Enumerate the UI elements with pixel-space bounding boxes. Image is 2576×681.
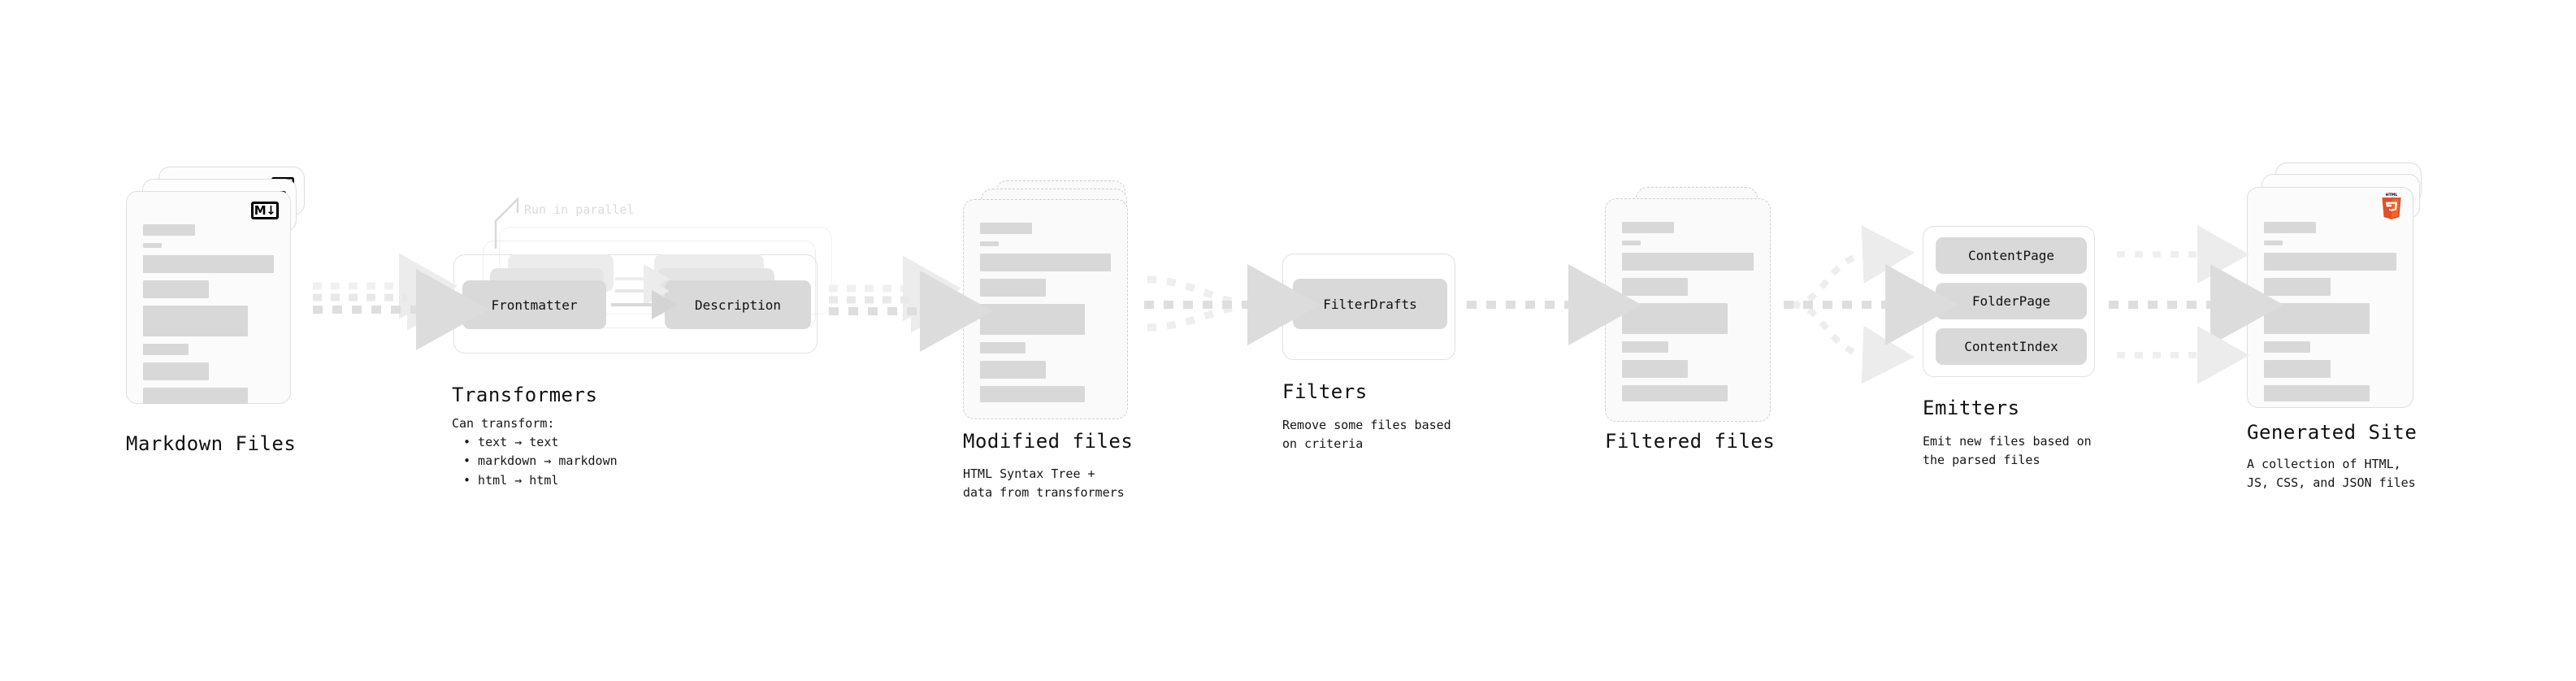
bullet-item: • text → text xyxy=(463,435,559,449)
markdown-badge-icon: M↓ xyxy=(251,202,279,219)
run-in-parallel-annotation: Run in parallel xyxy=(524,202,635,217)
filters-desc: Remove some files based on criteria xyxy=(1282,418,1451,452)
emitters-title: Emitters xyxy=(1923,397,2020,419)
arrow-transformers-to-modified xyxy=(829,255,993,352)
card-content-lines xyxy=(1622,222,1754,409)
modified-files-title: Modified files xyxy=(963,430,1134,453)
emitters-desc: Emit new files based on the parsed files xyxy=(1923,434,2092,468)
html5-badge-icon: HTML xyxy=(2380,193,2403,220)
generated-site-stack: CSS HTML xyxy=(2247,163,2438,423)
emitters-pill-contentindex[interactable]: ContentIndex xyxy=(1936,328,2087,365)
modified-files-desc: HTML Syntax Tree + data from transformer… xyxy=(963,466,1125,501)
filtered-files-stack xyxy=(1605,187,1788,431)
transformer-pill-frontmatter[interactable]: Frontmatter xyxy=(462,280,606,329)
card-content-lines xyxy=(143,224,274,411)
arrow-markdown-to-transformers xyxy=(313,253,489,350)
bullet-item: • html → html xyxy=(463,472,559,488)
filtered-card-front xyxy=(1605,198,1771,422)
arrow-filtered-to-emitters xyxy=(1784,225,1958,384)
emitters-pill-folderpage[interactable]: FolderPage xyxy=(1936,283,2087,319)
filters-pill-filterdrafts[interactable]: FilterDrafts xyxy=(1293,279,1447,329)
emitters-pill-contentpage[interactable]: ContentPage xyxy=(1936,237,2087,274)
card-content-lines xyxy=(2264,222,2396,409)
arrow-modified-to-filters xyxy=(1144,264,1321,345)
card-content-lines xyxy=(980,223,1111,410)
markdown-files-stack: M↓ M↓ M↓ xyxy=(126,167,309,419)
filters-title: Filters xyxy=(1282,380,1368,403)
transformers-desc: Can transform: xyxy=(452,416,555,431)
modified-files-stack xyxy=(963,180,1146,432)
modified-card-front xyxy=(963,199,1128,419)
transformers-bullets: • text → text • markdown → markdown • ht… xyxy=(452,433,618,490)
markdown-card-front: M↓ xyxy=(126,191,291,404)
filtered-files-title: Filtered files xyxy=(1605,430,1776,453)
bullet-item: • markdown → markdown xyxy=(463,453,618,469)
transformer-pill-description[interactable]: Description xyxy=(665,280,811,329)
arrow-emitters-to-site xyxy=(2109,225,2283,384)
generated-card-front: HTML xyxy=(2247,187,2413,408)
transformers-title: Transformers xyxy=(452,384,598,406)
markdown-files-title: Markdown Files xyxy=(126,432,297,455)
generated-site-title: Generated Site xyxy=(2247,421,2418,444)
svg-text:HTML: HTML xyxy=(2386,193,2398,197)
generated-site-desc: A collection of HTML, JS, CSS, and JSON … xyxy=(2247,457,2416,491)
